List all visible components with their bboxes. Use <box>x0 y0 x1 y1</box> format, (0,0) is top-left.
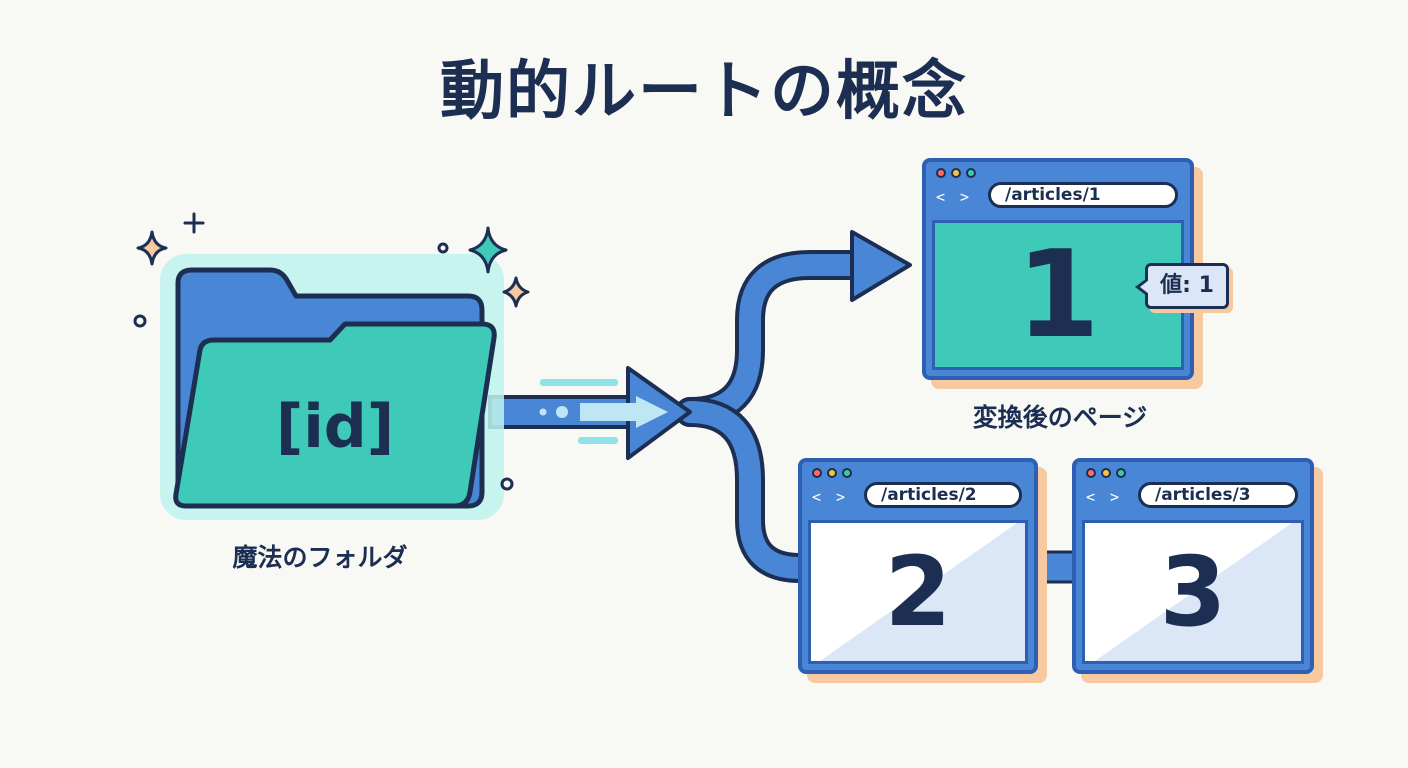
window-titlebar: < > /articles/1 <box>926 162 1190 220</box>
page-content: 3 <box>1082 520 1304 664</box>
close-dot-icon[interactable] <box>936 168 946 178</box>
browser-window-2[interactable]: < > /articles/2 2 <box>798 458 1038 674</box>
browser-window-1[interactable]: < > /articles/1 1 <box>922 158 1194 380</box>
window-controls <box>1086 468 1126 478</box>
connector <box>1032 550 1078 584</box>
folder-name: [id] <box>275 392 395 462</box>
value-badge: 値: 1 <box>1135 263 1229 309</box>
close-dot-icon[interactable] <box>1086 468 1096 478</box>
branch-arrow-icon <box>675 250 875 583</box>
close-dot-icon[interactable] <box>812 468 822 478</box>
address-bar[interactable]: /articles/2 <box>864 482 1022 508</box>
page-title: 動的ルートの概念 <box>440 55 968 129</box>
page-content: 2 <box>808 520 1028 664</box>
window-controls <box>812 468 852 478</box>
nav-arrows-icon[interactable]: < > <box>1086 488 1123 506</box>
folder-caption: 魔法のフォルダ <box>232 543 408 572</box>
address-bar[interactable]: /articles/1 <box>988 182 1178 208</box>
result-caption: 変換後のページ <box>972 403 1148 432</box>
sparkle-icon <box>133 212 530 491</box>
address-bar[interactable]: /articles/3 <box>1138 482 1298 508</box>
arrowhead-icon <box>850 230 912 302</box>
main-arrow-icon <box>488 366 692 460</box>
minimize-dot-icon[interactable] <box>951 168 961 178</box>
minimize-dot-icon[interactable] <box>1101 468 1111 478</box>
window-titlebar: < > /articles/3 <box>1076 462 1310 520</box>
nav-arrows-icon[interactable]: < > <box>812 488 849 506</box>
window-titlebar: < > /articles/2 <box>802 462 1034 520</box>
maximize-dot-icon[interactable] <box>1116 468 1126 478</box>
folder-icon <box>160 254 504 520</box>
minimize-dot-icon[interactable] <box>827 468 837 478</box>
maximize-dot-icon[interactable] <box>966 168 976 178</box>
browser-window-3[interactable]: < > /articles/3 3 <box>1072 458 1314 674</box>
window-controls <box>936 168 976 178</box>
maximize-dot-icon[interactable] <box>842 468 852 478</box>
nav-arrows-icon[interactable]: < > <box>936 188 973 206</box>
